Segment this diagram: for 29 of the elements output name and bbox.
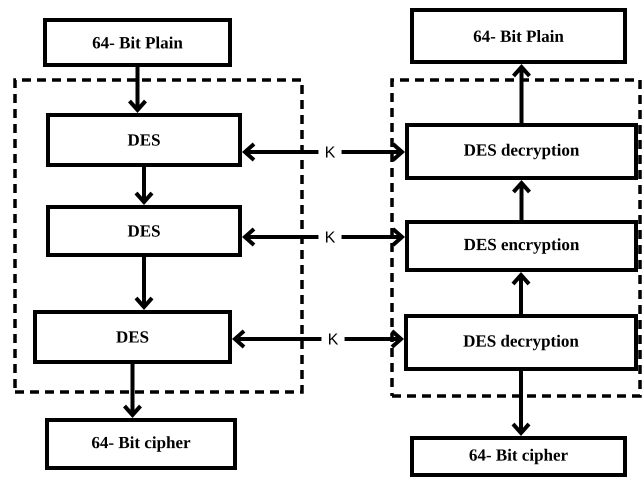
arrow xyxy=(342,228,405,246)
process-box: DES decryption xyxy=(405,123,638,180)
arrow xyxy=(242,142,318,162)
dashed-group-box xyxy=(13,78,304,394)
arrow xyxy=(123,364,142,418)
key-label: K xyxy=(326,146,336,158)
arrow xyxy=(512,272,530,314)
arrow xyxy=(134,257,154,310)
data-box: 64- Bit Plain xyxy=(410,8,627,64)
arrow xyxy=(344,330,404,348)
process-box: DES xyxy=(46,205,242,257)
process-box: DES xyxy=(46,113,242,167)
arrow xyxy=(342,142,405,162)
arrow xyxy=(232,330,322,348)
dashed-group-box xyxy=(390,78,642,398)
arrow xyxy=(242,228,318,246)
arrow xyxy=(134,167,154,205)
key-label: K xyxy=(326,232,336,242)
process-box: DES decryption xyxy=(404,314,638,371)
arrow xyxy=(512,64,531,123)
arrow xyxy=(512,180,531,220)
process-box: DES xyxy=(33,310,232,364)
data-box: 64- Bit Plain xyxy=(43,18,232,67)
data-box: 64- Bit cipher xyxy=(410,436,627,477)
key-label: K xyxy=(328,334,338,344)
arrow xyxy=(512,371,530,436)
arrow xyxy=(128,67,147,113)
data-box: 64- Bit cipher xyxy=(45,418,237,470)
process-box: DES encryption xyxy=(405,220,638,272)
